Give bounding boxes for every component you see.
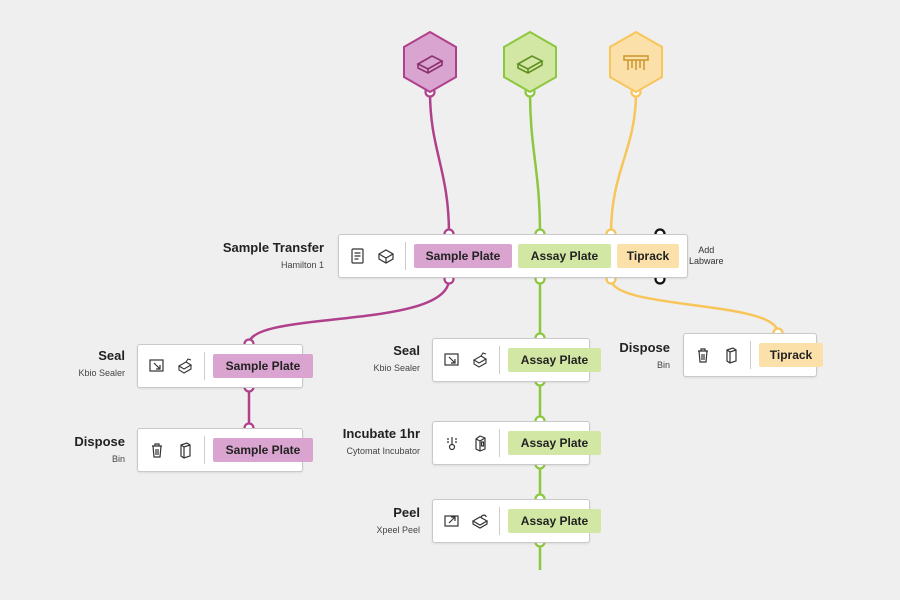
peeler-device-icon[interactable] (469, 510, 491, 532)
plate-icon (516, 55, 544, 74)
step-device: Xpeel Peel (376, 524, 420, 535)
step-title: Sample Transfer (222, 240, 324, 255)
labware-chip-tiprack[interactable]: Tiprack (617, 244, 679, 268)
step-device: Kbio Sealer (373, 362, 420, 373)
step-title: Peel (393, 505, 420, 520)
seal-icon[interactable] (441, 349, 463, 371)
sealer-device-icon[interactable] (469, 349, 491, 371)
labware-chip-sample-plate[interactable]: Sample Plate (414, 244, 512, 268)
step-label-sample-transfer: Sample Transfer Hamilton 1 (223, 240, 324, 270)
thermometer-icon[interactable] (441, 432, 463, 454)
assay-plate-wire-source (528, 91, 542, 235)
labware-chip-assay-plate[interactable]: Assay Plate (518, 244, 611, 268)
divider (204, 352, 205, 380)
step-device: Hamilton 1 (280, 259, 324, 270)
bin-icon[interactable] (720, 344, 742, 366)
sample-plate-wire-to-seal (247, 278, 451, 345)
divider (405, 242, 406, 270)
sealer-device-icon[interactable] (174, 355, 196, 377)
trash-icon[interactable] (692, 344, 714, 366)
step-label-seal-sample: Seal Kbio Sealer (78, 348, 125, 378)
step-card-peel[interactable]: Assay Plate (432, 499, 601, 543)
divider (499, 429, 500, 457)
tiprack-wire-to-dispose (609, 278, 780, 334)
step-title: Dispose (619, 340, 670, 355)
divider (750, 341, 751, 369)
bin-icon[interactable] (174, 439, 196, 461)
labware-chip-tiprack[interactable]: Tiprack (759, 343, 823, 367)
peel-icon[interactable] (441, 510, 463, 532)
protocol-icon[interactable] (347, 245, 369, 267)
labware-chip-sample-plate[interactable]: Sample Plate (213, 354, 313, 378)
tiprack-source[interactable] (608, 30, 664, 94)
tiprack-wire-source (609, 91, 638, 235)
step-label-peel: Peel Xpeel Peel (376, 505, 420, 535)
step-card-seal-sample[interactable]: Sample Plate (137, 344, 313, 388)
plate-icon (416, 55, 444, 74)
step-label-seal-assay: Seal Kbio Sealer (373, 343, 420, 373)
liquid-handler-icon[interactable] (375, 245, 397, 267)
step-label-dispose-sample: Dispose Bin (74, 434, 125, 464)
step-card-dispose-tiprack[interactable]: Tiprack (683, 333, 823, 377)
trash-icon[interactable] (146, 439, 168, 461)
step-card-seal-assay[interactable]: Assay Plate (432, 338, 601, 382)
step-device: Bin (111, 453, 125, 464)
step-device: Kbio Sealer (78, 367, 125, 378)
labware-chip-assay-plate[interactable]: Assay Plate (508, 348, 601, 372)
divider (499, 346, 500, 374)
step-title: Incubate 1hr (342, 426, 420, 441)
seal-icon[interactable] (146, 355, 168, 377)
step-device: Bin (656, 359, 670, 370)
labware-chip-sample-plate[interactable]: Sample Plate (213, 438, 313, 462)
step-label-incubate: Incubate 1hr Cytomat Incubator (343, 426, 420, 456)
step-title: Seal (98, 348, 125, 363)
sample-plate-source[interactable] (402, 30, 458, 94)
tiprack-icon (623, 55, 649, 70)
divider (204, 436, 205, 464)
step-label-dispose-tiprack: Dispose Bin (619, 340, 670, 370)
assay-plate-source[interactable] (502, 30, 558, 94)
step-device: Cytomat Incubator (346, 445, 420, 456)
step-title: Seal (393, 343, 420, 358)
step-title: Dispose (74, 434, 125, 449)
incubator-icon[interactable] (469, 432, 491, 454)
sample-plate-wire-source (428, 91, 451, 235)
labware-chip-assay-plate[interactable]: Assay Plate (508, 431, 601, 455)
step-card-incubate[interactable]: Assay Plate (432, 421, 601, 465)
divider (499, 507, 500, 535)
step-card-dispose-sample[interactable]: Sample Plate (137, 428, 313, 472)
labware-chip-assay-plate[interactable]: Assay Plate (508, 509, 601, 533)
